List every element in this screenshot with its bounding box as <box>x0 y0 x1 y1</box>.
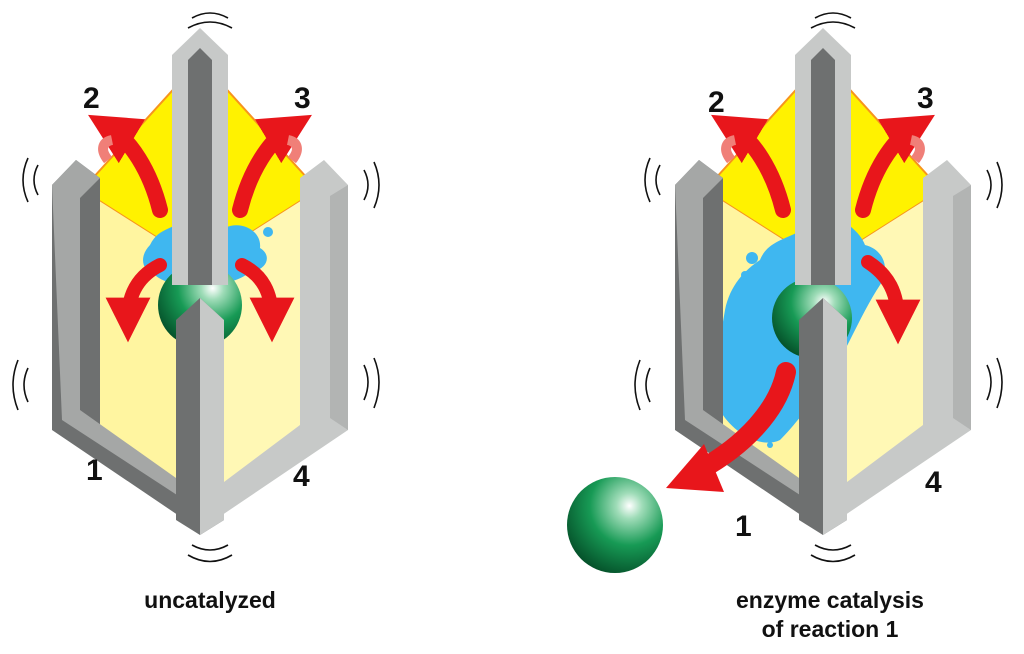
arrow-4 <box>235 258 295 343</box>
caption-catalysis-line2: of reaction 1 <box>762 616 899 642</box>
product-ball <box>567 477 663 573</box>
uncatalyzed-complex: 2 3 1 4 uncatalyzed <box>12 12 380 613</box>
label-4: 4 <box>925 466 942 499</box>
vibration-marks <box>12 12 380 563</box>
label-4: 4 <box>293 460 310 493</box>
catalyzed-complex: 2 3 1 4 enzyme catalysis of reaction 1 <box>567 12 1003 642</box>
label-3: 3 <box>917 82 934 115</box>
label-2: 2 <box>708 86 725 119</box>
release-arrow <box>690 362 796 480</box>
caption-catalysis-line1: enzyme catalysis <box>736 587 924 613</box>
label-1: 1 <box>86 454 103 487</box>
arrow-3 <box>232 114 312 218</box>
frame-right <box>200 160 348 530</box>
label-2: 2 <box>83 82 100 115</box>
arrow-1 <box>105 258 167 343</box>
arrow-2 <box>88 114 168 218</box>
label-1: 1 <box>735 510 752 543</box>
caption-uncatalyzed: uncatalyzed <box>144 587 276 613</box>
label-3: 3 <box>294 82 311 115</box>
